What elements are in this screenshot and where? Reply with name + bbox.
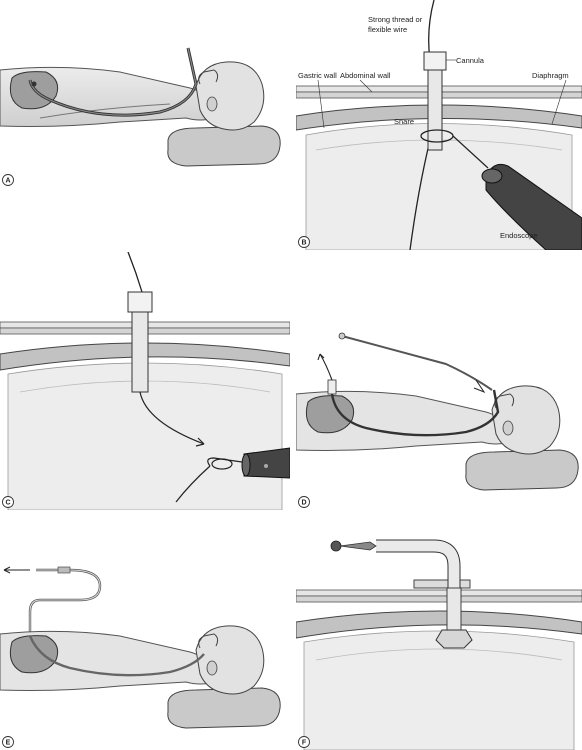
panel-d: D	[296, 324, 582, 510]
annotation-thread-line2: flexible wire	[368, 25, 407, 34]
annotation-gastric-wall: Gastric wall	[298, 71, 337, 80]
panel-d-label-circle	[298, 496, 310, 508]
panel-e-label-circle	[2, 736, 14, 748]
panel-c: C	[0, 252, 290, 510]
panel-f: F	[296, 530, 582, 750]
panel-e-label: E	[6, 740, 11, 747]
annotation-endoscope: Endoscope	[500, 231, 538, 240]
panel-a-label-circle	[2, 174, 14, 186]
annotation-abdominal-wall: Abdominal wall	[340, 71, 391, 80]
panel-a: A	[0, 0, 290, 188]
panel-b-label: B	[301, 240, 306, 247]
panel-d-label: D	[301, 500, 306, 507]
panel-b: Strong thread or flexible wire Cannula G…	[296, 0, 582, 250]
panel-c-label: C	[5, 500, 10, 507]
panel-f-label-circle	[298, 736, 310, 748]
panel-f-label: F	[302, 740, 307, 747]
panel-a-label: A	[5, 178, 10, 185]
annotation-snare: Snare	[394, 117, 414, 126]
panel-e: E	[0, 560, 290, 750]
annotation-cannula: Cannula	[456, 56, 485, 65]
annotation-thread-line1: Strong thread or	[368, 15, 423, 24]
annotation-diaphragm: Diaphragm	[532, 71, 569, 80]
panel-c-label-circle	[2, 496, 14, 508]
panel-b-label-circle	[298, 236, 310, 248]
